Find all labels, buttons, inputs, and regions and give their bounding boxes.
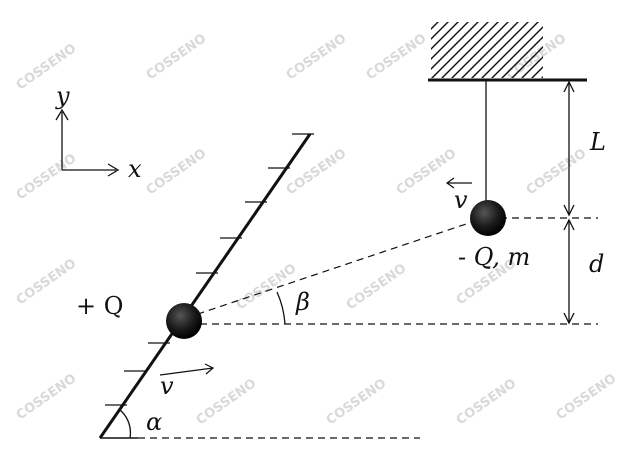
watermark-text: COSSENO [144, 31, 210, 83]
dashed-guides [138, 217, 598, 439]
velocity-arrow-bottom [159, 363, 215, 376]
watermark-text: COSSENO [14, 151, 80, 203]
distance-label: d [589, 250, 604, 278]
negative-charge-label: - Q, m [458, 243, 530, 271]
positive-charge-label: + Q [76, 292, 123, 320]
distance-dimension [563, 218, 575, 325]
length-dimension-arrowhead-bottom [563, 204, 575, 217]
positive-charge-ball [166, 303, 202, 339]
distance-dimension-arrowhead-bottom [563, 312, 575, 325]
length-dimension [563, 80, 575, 217]
watermark-text: COSSENO [394, 146, 460, 198]
watermark-text: COSSENO [234, 261, 300, 313]
y-axis-arrowhead [55, 108, 69, 121]
watermark-text: COSSENO [14, 256, 80, 308]
alpha-label: α [146, 408, 162, 436]
x-axis-arrowhead [107, 163, 120, 177]
coordinate-axes [55, 108, 120, 177]
dashed-line-connecting-charges [185, 219, 479, 319]
y-axis-label: y [55, 82, 70, 110]
x-axis-label: x [128, 155, 142, 183]
velocity-arrow-top-head [445, 177, 455, 189]
velocity-arrow-top [445, 177, 472, 189]
length-label: L [589, 128, 606, 156]
velocity-bottom-label: v [160, 372, 174, 400]
beta-label: β [295, 288, 310, 316]
beta-arc [276, 291, 286, 325]
watermark-text: COSSENO [524, 146, 590, 198]
length-dimension-arrowhead-top [563, 80, 575, 93]
watermark-text: COSSENO [344, 261, 410, 313]
watermark-text: COSSENO [144, 146, 210, 198]
watermark-text: COSSENO [454, 376, 520, 428]
watermark-text: COSSENO [324, 376, 390, 428]
watermark-text: COSSENO [194, 376, 260, 428]
watermark-text: COSSENO [284, 31, 350, 83]
watermark-text: COSSENO [364, 31, 430, 83]
watermark-text: COSSENO [554, 371, 620, 423]
alpha-arc [119, 409, 132, 439]
watermark-layer: COSSENO COSSENO COSSENO COSSENO COSSENO … [14, 31, 620, 428]
ceiling-hatch [431, 22, 543, 78]
velocity-arrow-bottom-head [204, 363, 215, 375]
watermark-text: COSSENO [14, 371, 80, 423]
distance-dimension-arrowhead-top [563, 218, 575, 231]
inclined-rod [98, 133, 312, 439]
velocity-arrow-bottom-shaft [159, 367, 214, 376]
watermark-text: COSSENO [284, 146, 350, 198]
velocity-top-label: v [454, 186, 468, 214]
negative-charge-ball [470, 200, 506, 236]
